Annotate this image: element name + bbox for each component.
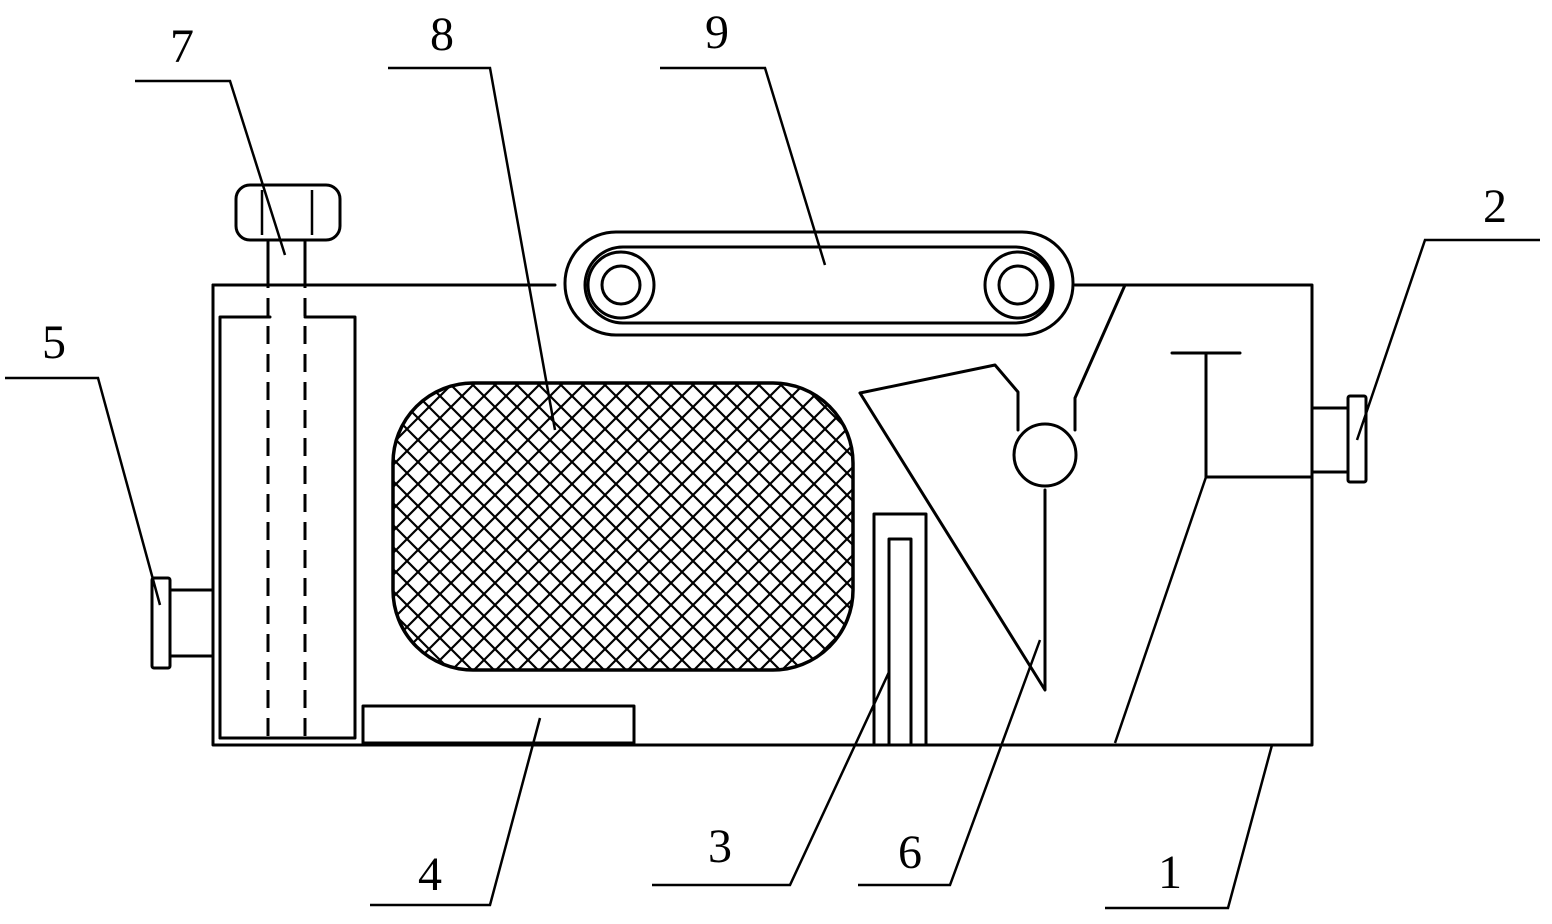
filter-column	[218, 315, 357, 740]
base-plate-4	[361, 704, 636, 745]
leader-1-rod	[1113, 476, 1208, 744]
leader-9	[660, 66, 827, 266]
leader-7	[135, 79, 287, 256]
float-valve-6	[858, 283, 1127, 692]
label-2: 2	[1483, 180, 1507, 233]
leader-2	[1355, 238, 1540, 441]
bolt-7	[234, 183, 342, 738]
label-9: 9	[705, 6, 729, 59]
housing-body	[211, 283, 1314, 747]
leader-1	[1105, 744, 1274, 910]
leader-lines	[5, 66, 1540, 910]
label-3: 3	[708, 820, 732, 873]
leader-4	[370, 717, 542, 907]
label-7: 7	[170, 20, 194, 73]
label-6: 6	[898, 826, 922, 879]
mesh-filter-8	[391, 381, 855, 672]
label-1: 1	[1158, 846, 1182, 899]
leader-6	[858, 639, 1042, 887]
leader-5	[5, 376, 162, 606]
belt-drive-9	[563, 230, 1075, 337]
leader-8	[388, 66, 557, 431]
level-rod	[1170, 351, 1314, 479]
label-8: 8	[430, 8, 454, 61]
sensor-3	[872, 512, 928, 747]
leader-3	[652, 671, 891, 887]
label-4: 4	[418, 848, 442, 901]
outlet-port-2	[1310, 394, 1368, 484]
inlet-port-5	[150, 576, 215, 670]
label-5: 5	[42, 316, 66, 369]
